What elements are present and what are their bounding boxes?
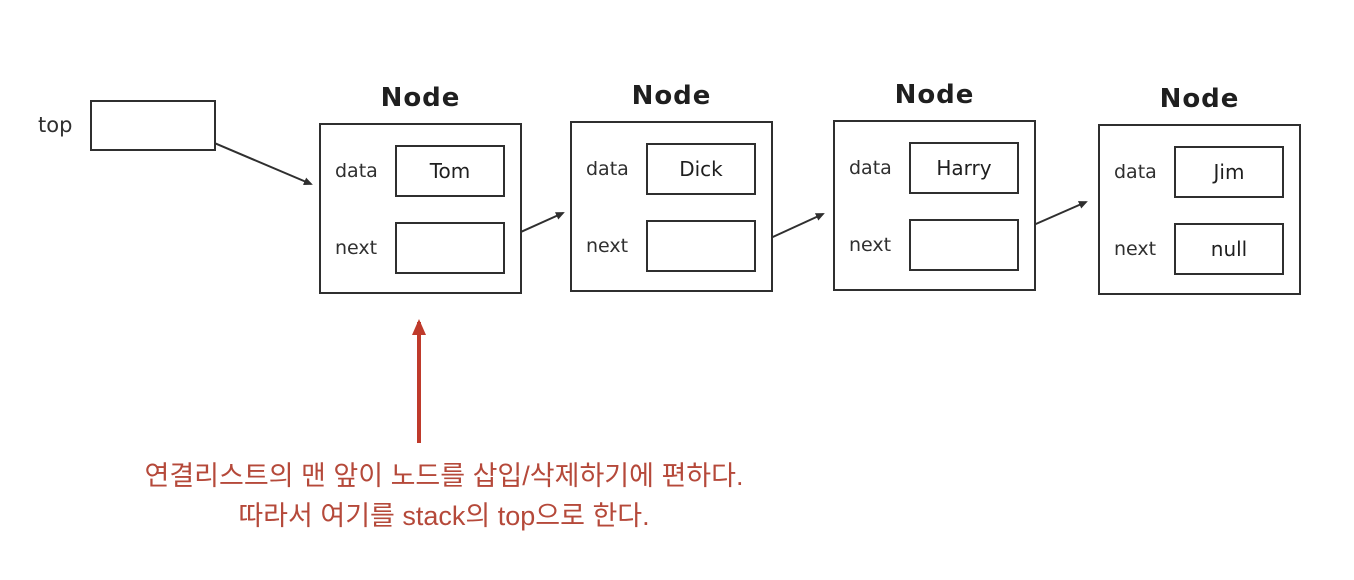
next-value-box (909, 219, 1019, 271)
node-3: Node data Harry next (833, 80, 1036, 291)
next-field-row: next (586, 220, 771, 272)
data-field-row: data Dick (586, 143, 771, 195)
node-title: Node (631, 81, 712, 111)
node-title: Node (894, 80, 975, 110)
data-field-label: data (335, 160, 378, 182)
next-field-label: next (335, 237, 378, 259)
node-title: Node (1159, 84, 1240, 114)
node-box: data Jim next null (1098, 124, 1301, 295)
data-field-label: data (849, 157, 892, 179)
data-field-row: data Jim (1114, 146, 1299, 198)
annotation-text: 연결리스트의 맨 앞이 노드를 삽입/삭제하기에 편하다. 따라서 여기를 st… (138, 456, 750, 536)
data-field-label: data (1114, 161, 1157, 183)
next-value-box (646, 220, 756, 272)
node-2: Node data Dick next (570, 81, 773, 292)
next-field-row: next (849, 219, 1034, 271)
next-field-label: next (1114, 238, 1157, 260)
data-value-box: Jim (1174, 146, 1284, 198)
node-box: data Harry next (833, 120, 1036, 291)
next-field-label: next (586, 235, 629, 257)
top-pointer-label: top (38, 113, 73, 137)
data-field-row: data Harry (849, 142, 1034, 194)
node-1: Node data Tom next (319, 83, 522, 294)
next-field-label: next (849, 234, 892, 256)
node-box: data Dick next (570, 121, 773, 292)
annotation-line-2: 따라서 여기를 stack의 top으로 한다. (238, 501, 650, 531)
data-value-box: Harry (909, 142, 1019, 194)
data-field-label: data (586, 158, 629, 180)
annotation-line-1: 연결리스트의 맨 앞이 노드를 삽입/삭제하기에 편하다. (144, 461, 744, 491)
node-box: data Tom next (319, 123, 522, 294)
data-value-box: Tom (395, 145, 505, 197)
next-field-row: next (335, 222, 520, 274)
top-pointer-box (90, 100, 216, 151)
next-field-row: next null (1114, 223, 1299, 275)
data-field-row: data Tom (335, 145, 520, 197)
next-value-box: null (1174, 223, 1284, 275)
next-value-box (395, 222, 505, 274)
node-4: Node data Jim next null (1098, 84, 1301, 295)
node-title: Node (380, 83, 461, 113)
data-value-box: Dick (646, 143, 756, 195)
